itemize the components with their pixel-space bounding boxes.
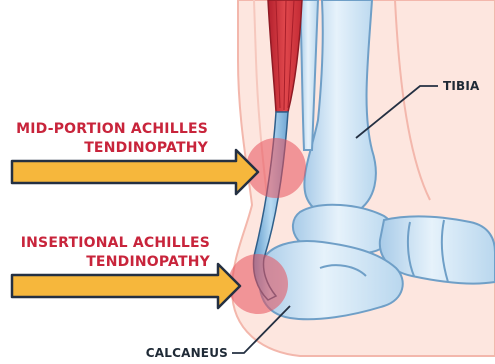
tibia-label: TIBIA	[443, 79, 480, 93]
insertional-label-line2: TENDINOPATHY	[86, 254, 210, 270]
insertional-label-line1: INSERTIONAL ACHILLES	[21, 235, 210, 251]
mid-portion-arrow-icon	[12, 150, 258, 194]
insertional-arrow-icon	[12, 264, 240, 308]
mid-portion-label-line2: TENDINOPATHY	[84, 140, 208, 156]
mid-portion-label-line1: MID-PORTION ACHILLES	[16, 121, 208, 137]
calcaneus-label: CALCANEUS	[146, 346, 228, 360]
